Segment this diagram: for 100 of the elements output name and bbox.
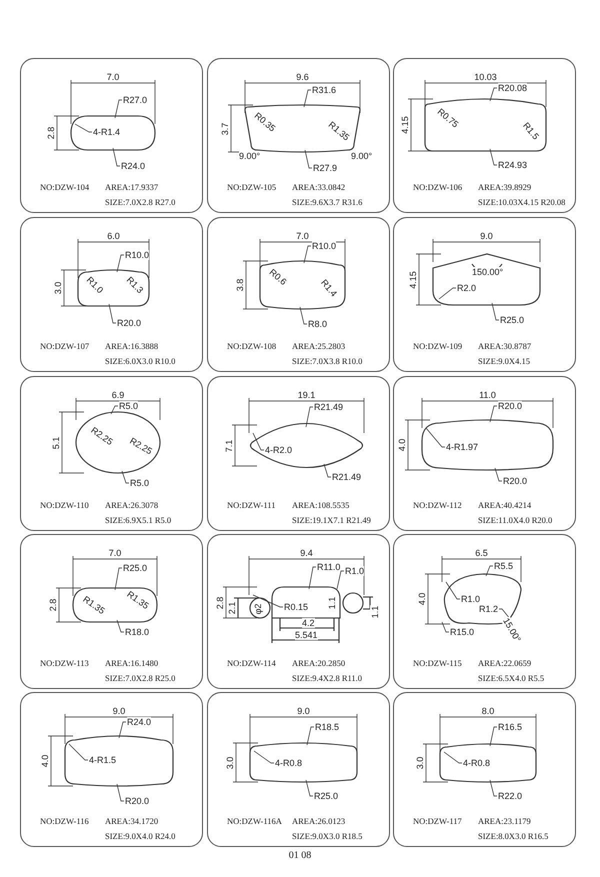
area-value: AREA:20.2850 <box>292 658 346 668</box>
part-number: NO:DZW-110 <box>40 500 89 510</box>
dimension-label: R31.6 <box>312 85 336 95</box>
size-value: SIZE:9.6X3.7 R31.6 <box>292 197 362 207</box>
area-value: AREA:108.5535 <box>292 500 350 510</box>
part-number: NO:DZW-109 <box>413 341 462 351</box>
dimension-label: 150.00° <box>472 267 504 277</box>
dimension-label: R24.93 <box>498 160 528 170</box>
dimension-label: 8.0 <box>482 706 494 716</box>
size-value: SIZE:19.1X7.1 R21.49 <box>292 515 371 525</box>
size-value: SIZE:9.4X2.8 R11.0 <box>292 673 362 683</box>
profile-card <box>207 217 390 372</box>
profile-card <box>20 217 203 372</box>
dimension-label: 3.0 <box>415 756 425 770</box>
dimension-label: R10.0 <box>125 250 150 260</box>
dimension-label: R25.0 <box>123 563 148 573</box>
part-number: NO:DZW-116 <box>40 816 89 826</box>
dimension-label: R5.5 <box>494 561 514 571</box>
dimension-label: 4-R1.4 <box>93 127 120 137</box>
dimension-label: 5.1 <box>51 436 61 449</box>
dimension-label: R20.0 <box>503 476 528 486</box>
dimension-label: R20.0 <box>125 796 150 806</box>
dimension-label: 4-R2.0 <box>265 445 292 455</box>
profile-card <box>207 58 390 213</box>
dimension-label: 9.0 <box>112 706 126 716</box>
dimension-label: R24.0 <box>121 161 146 171</box>
profile-card <box>393 217 576 372</box>
dimension-label: 6.9 <box>112 390 124 400</box>
dimension-label: 7.0 <box>106 72 120 82</box>
dimension-label: 7.0 <box>296 231 309 241</box>
dimension-label: R20.0 <box>498 401 522 411</box>
dimension-label: 11.0 <box>479 390 496 400</box>
size-value: SIZE:11.0X4.0 R20.0 <box>478 515 552 525</box>
dimension-label: 3.7 <box>220 122 230 135</box>
dimension-label: R1.2 <box>479 604 498 614</box>
area-value: AREA:26.3078 <box>105 500 158 510</box>
area-value: AREA:39.8929 <box>478 182 532 192</box>
dimension-label: 9.6 <box>296 72 309 82</box>
dimension-label: 2.1 <box>227 602 237 614</box>
dimension-label: 2.8 <box>46 126 56 140</box>
dimension-label: 4.2 <box>302 618 315 628</box>
page-number: 01 08 <box>288 850 312 861</box>
area-value: AREA:40.4214 <box>478 500 532 510</box>
part-number: NO:DZW-116A <box>227 816 282 826</box>
area-value: AREA:16.1480 <box>105 658 158 668</box>
dimension-label: R11.0 <box>317 562 340 572</box>
dimension-label: R20.0 <box>117 318 142 328</box>
profile-card <box>207 376 390 531</box>
dimension-label: 9.00° <box>351 151 372 161</box>
part-number: NO:DZW-115 <box>413 658 462 668</box>
profile-card <box>393 692 576 847</box>
part-number: NO:DZW-107 <box>40 341 90 351</box>
dimension-label: 5.541 <box>295 630 318 640</box>
size-value: SIZE:7.0X2.8 R25.0 <box>105 673 176 683</box>
dimension-label: 19.1 <box>298 390 316 400</box>
part-number: NO:DZW-113 <box>40 658 89 668</box>
dimension-label: 9.4 <box>300 548 313 558</box>
area-value: AREA:34.1720 <box>105 816 158 826</box>
dimension-label: φ2 <box>253 604 263 614</box>
part-number: NO:DZW-104 <box>40 182 90 192</box>
part-number: NO:DZW-117 <box>413 816 462 826</box>
dimension-label: 4.15 <box>400 116 410 134</box>
dimension-label: 3.0 <box>225 756 235 769</box>
dimension-label: 4-R0.8 <box>463 758 490 768</box>
dimension-label: 4.0 <box>417 592 427 606</box>
dimension-label: R18.0 <box>125 627 150 637</box>
profile-card <box>20 376 203 531</box>
part-number: NO:DZW-114 <box>227 658 276 668</box>
dimension-label: R15.0 <box>450 627 474 637</box>
dimension-label: R27.0 <box>123 95 148 105</box>
dimension-label: 1.1 <box>370 606 380 618</box>
dimension-label: R2.0 <box>457 283 476 293</box>
dimension-label: R21.49 <box>332 472 362 482</box>
profile-card <box>20 58 203 213</box>
dimension-label: R24.0 <box>127 717 152 727</box>
dimension-label: R20.08 <box>498 83 528 93</box>
profile-card <box>207 692 390 847</box>
dimension-label: 10.03 <box>474 72 497 82</box>
size-value: SIZE:8.0X3.0 R16.5 <box>478 831 548 841</box>
dimension-label: 2.8 <box>215 596 225 609</box>
size-value: SIZE:10.03X4.15 R20.08 <box>478 197 566 207</box>
dimension-label: R10.0 <box>312 241 336 251</box>
dimension-label: 9.00° <box>239 151 260 161</box>
area-value: AREA:22.0659 <box>478 658 532 668</box>
dimension-label: 7.1 <box>224 439 234 452</box>
dimension-label: 2.8 <box>48 598 58 612</box>
profile-card <box>20 692 203 847</box>
dimension-label: R25.0 <box>500 315 524 325</box>
dimension-label: 9.0 <box>480 231 493 241</box>
area-value: AREA:23.1179 <box>478 816 531 826</box>
dimension-label: 6.5 <box>475 548 488 558</box>
dimension-label: 1.1 <box>327 596 337 610</box>
dimension-label: R0.15 <box>284 602 308 612</box>
area-value: AREA:33.0842 <box>292 182 346 192</box>
dimension-label: 4-R1.5 <box>89 755 116 765</box>
part-number: NO:DZW-111 <box>227 500 276 510</box>
size-value: SIZE:9.0X4.0 R24.0 <box>105 831 176 841</box>
dimension-label: 3.8 <box>235 278 245 292</box>
dimension-label: R22.0 <box>498 791 522 801</box>
size-value: SIZE:6.0X3.0 R10.0 <box>105 356 176 366</box>
